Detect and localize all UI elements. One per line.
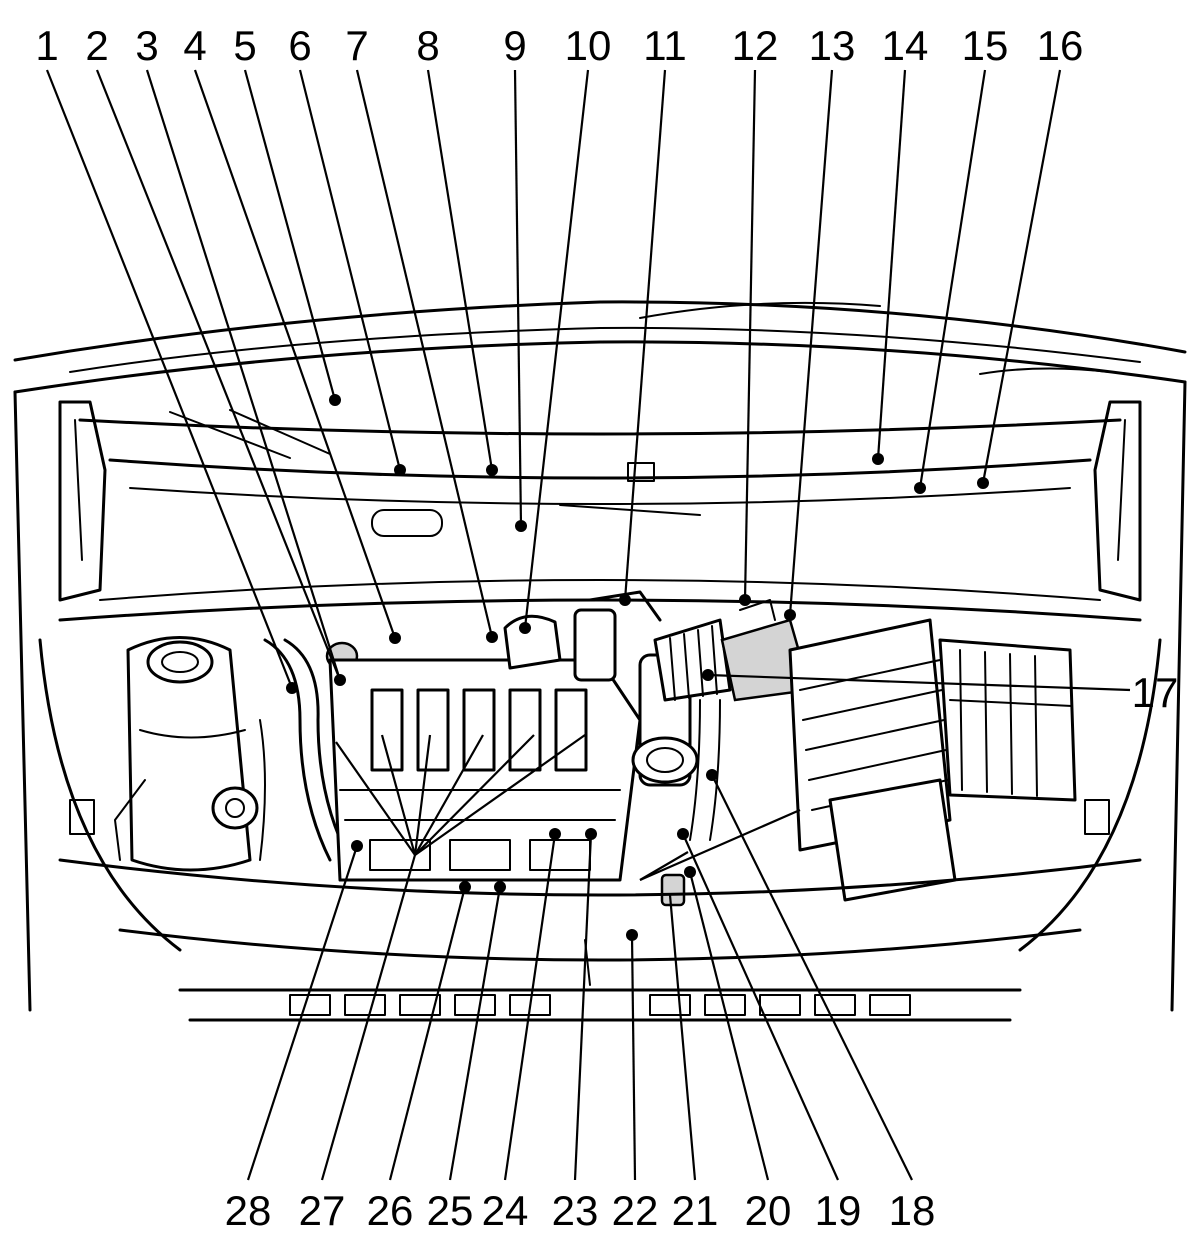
callout-label-26: 26 — [367, 1187, 414, 1234]
callout-label-16: 16 — [1037, 22, 1084, 69]
battery — [938, 638, 1077, 802]
callout-label-5: 5 — [233, 22, 256, 69]
callout-label-21: 21 — [672, 1187, 719, 1234]
callout-label-1: 1 — [35, 22, 58, 69]
callout-label-3: 3 — [135, 22, 158, 69]
engine-bay-artwork — [13, 300, 1187, 1022]
callout-label-11: 11 — [643, 22, 687, 69]
engine-cover — [328, 658, 642, 882]
top-callout-numbers: 1 2 3 4 5 6 7 8 9 10 11 12 13 14 15 16 — [35, 22, 1083, 69]
callout-label-15: 15 — [962, 22, 1009, 69]
callout-label-23: 23 — [552, 1187, 599, 1234]
callout-label-18: 18 — [889, 1187, 936, 1234]
callout-label-20: 20 — [745, 1187, 792, 1234]
hood — [13, 300, 1187, 1012]
leader-lines — [45, 69, 1131, 1181]
callout-label-10: 10 — [565, 22, 612, 69]
callout-label-9: 9 — [503, 22, 526, 69]
bottom-callout-numbers: 28 27 26 25 24 23 22 21 20 19 18 — [225, 1187, 936, 1234]
callout-label-13: 13 — [809, 22, 856, 69]
front-crossmember — [58, 799, 1142, 1022]
callout-label-19: 19 — [815, 1187, 862, 1234]
right-callout-numbers: 17 — [1132, 669, 1179, 716]
callout-label-17: 17 — [1132, 669, 1179, 716]
callout-label-28: 28 — [225, 1187, 272, 1234]
callout-label-27: 27 — [299, 1187, 346, 1234]
callout-label-7: 7 — [345, 22, 368, 69]
callout-label-6: 6 — [288, 22, 311, 69]
callout-label-14: 14 — [882, 22, 929, 69]
strut-towers — [58, 400, 1142, 602]
callout-label-25: 25 — [427, 1187, 474, 1234]
callout-label-2: 2 — [85, 22, 108, 69]
callout-label-12: 12 — [732, 22, 779, 69]
callout-label-4: 4 — [183, 22, 206, 69]
callout-label-22: 22 — [612, 1187, 659, 1234]
callout-dots — [286, 394, 989, 941]
callout-label-8: 8 — [416, 22, 439, 69]
body-outline — [38, 579, 1162, 952]
coolant-reservoir — [114, 636, 259, 872]
callout-label-24: 24 — [482, 1187, 529, 1234]
cowl — [78, 409, 1122, 537]
air-filter-box — [788, 618, 957, 902]
